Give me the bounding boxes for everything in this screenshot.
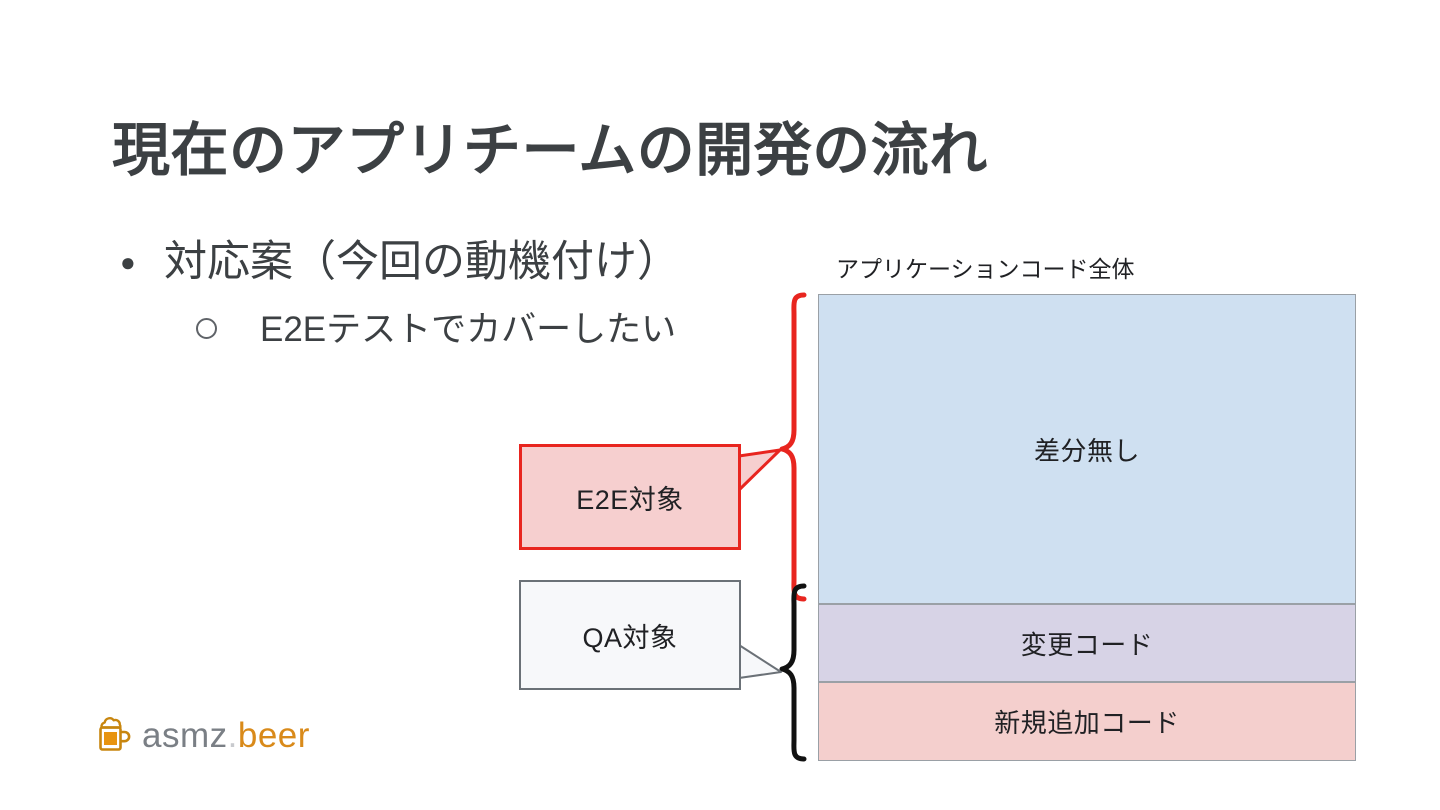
callout-qa-label: QA対象 [582,622,678,653]
brand-name-primary: asmz [142,716,228,755]
code-block-new: 新規追加コード [818,682,1356,761]
code-block-label: 新規追加コード [994,708,1180,738]
callout-e2e-label: E2E対象 [576,484,684,515]
callout-e2e[interactable]: E2E対象 [519,444,741,550]
code-block-label: 差分無し [1033,435,1140,466]
circle-outline-icon [196,318,217,340]
bullet-label-level2: E2Eテストでカバーしたい [260,310,677,349]
page-title: 現在のアプリチームの開発の流れ [112,118,988,183]
brand-logo: asmz.beer [92,712,310,760]
brand-name-suffix: beer [237,716,310,755]
bullet-marker-hollow [196,308,260,352]
qa-brace-icon [779,583,807,762]
beer-mug-icon [99,717,131,751]
code-block-no-diff: 差分無し [818,294,1356,604]
bullet-item-level1: ● 対応案（今回の動機付け） [120,236,680,290]
brand-name-dot: . [227,716,238,755]
callout-qa[interactable]: QA対象 [519,580,741,690]
e2e-brace-icon [779,292,807,602]
bullet-label-level1: 対応案（今回の動機付け） [164,238,680,286]
diagram-caption: アプリケーションコード全体 [836,256,1135,282]
code-stack: 差分無し 変更コード 新規追加コード [818,294,1356,761]
bullet-item-level2: E2Eテストでカバーしたい [196,308,676,352]
brand-wordmark: asmz.beer [142,715,310,757]
brace-group [779,292,807,762]
bullet-marker-filled: ● [120,247,136,277]
code-block-changed: 変更コード [818,604,1356,682]
code-block-label: 変更コード [1020,629,1154,660]
